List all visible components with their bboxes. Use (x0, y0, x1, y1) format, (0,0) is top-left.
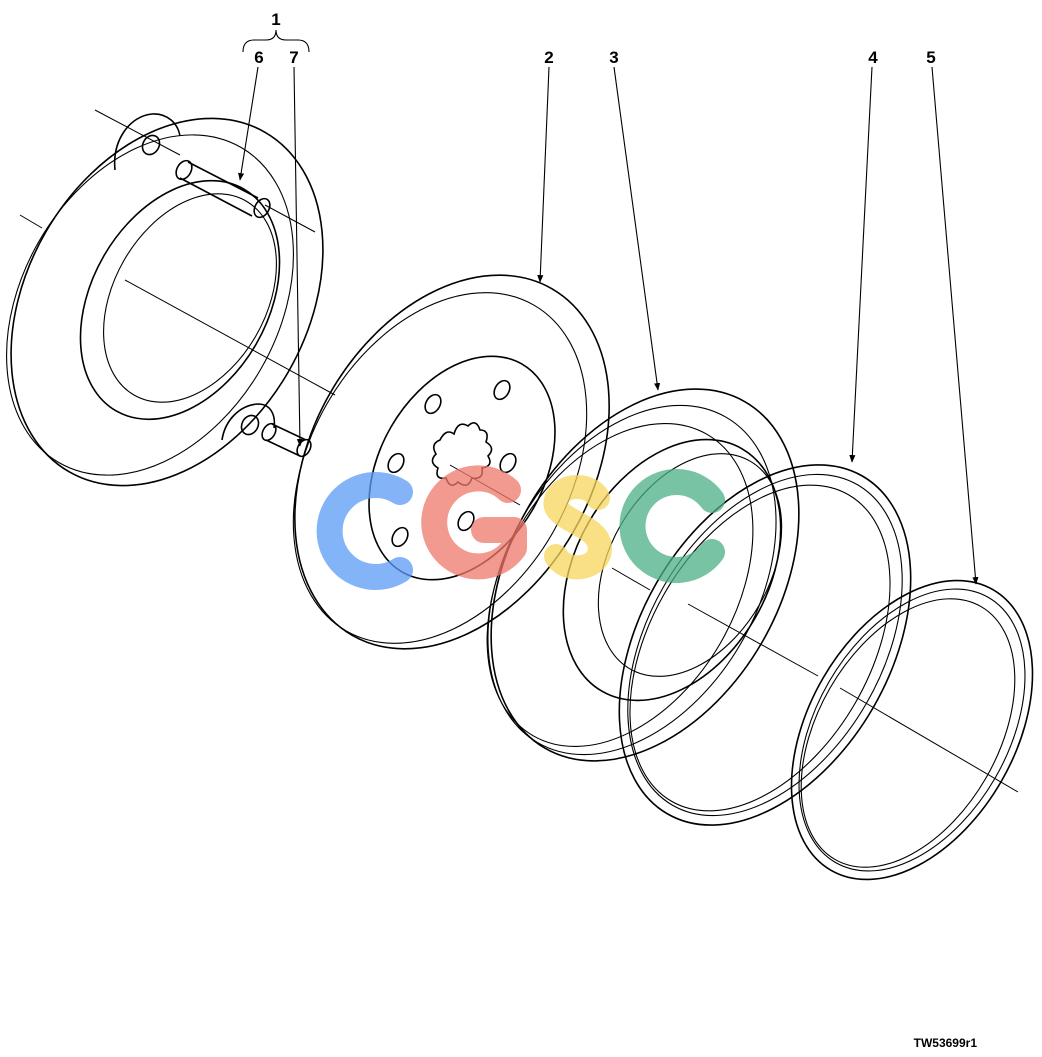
centerlines (19, 109, 1019, 793)
callout-7: 7 (289, 48, 298, 67)
part-5-seal-ring (790, 579, 1034, 881)
part-3-drum (486, 388, 800, 762)
callout-5: 5 (926, 48, 935, 67)
watermark-letter-c1 (316, 472, 413, 590)
callout-2: 2 (544, 48, 553, 67)
watermark-letter-g (421, 465, 527, 580)
callout-1: 1 (271, 10, 280, 29)
leader-lines (238, 29, 979, 585)
part-6-pin (175, 159, 271, 219)
callout-4: 4 (868, 48, 878, 67)
figure-id: TW53699r1 (914, 1036, 978, 1050)
watermark-letter-s (543, 475, 613, 580)
part-4-seal-ring (618, 464, 912, 826)
callout-6: 6 (254, 48, 263, 67)
part-7-pin (261, 422, 312, 458)
watermark-logo (316, 465, 725, 590)
watermark-letter-c2 (619, 469, 725, 583)
callout-3: 3 (609, 48, 618, 67)
part-1-housing (6, 113, 324, 487)
